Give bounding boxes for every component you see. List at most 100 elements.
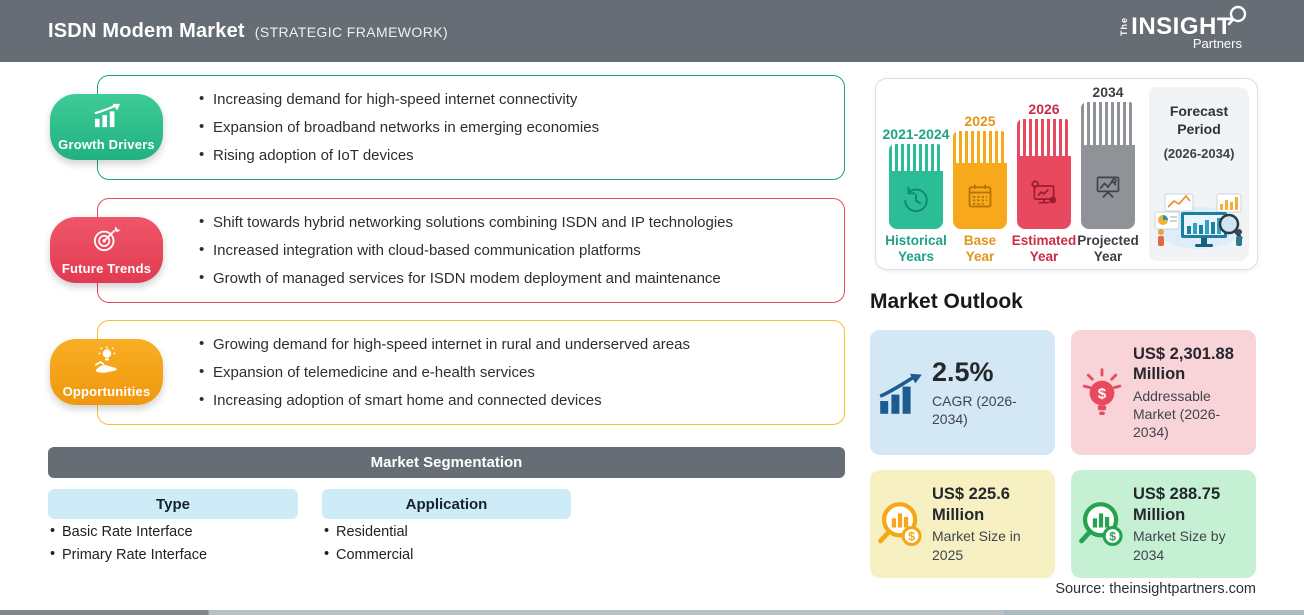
badge-label: Future Trends — [61, 260, 152, 276]
list-item: Shift towards hybrid networking solution… — [199, 213, 834, 231]
badge-label: Opportunities — [62, 383, 151, 399]
stat-label: Market Size in 2025 — [932, 528, 1021, 563]
historical-years-bar — [889, 144, 943, 229]
logo-partners: Partners — [1192, 35, 1242, 51]
svg-text:$: $ — [1098, 385, 1107, 402]
market-size-2034-card: $ US$ 288.75 Million Market Size by 2034 — [1071, 470, 1256, 578]
logo-row: The INSIGHT — [1119, 5, 1256, 40]
addressable-market-card: $ US$ 2,301.88 Million Addressable Marke… — [1071, 330, 1256, 455]
stat-label: Addressable Market (2026-2034) — [1133, 387, 1221, 441]
list-item: Increasing adoption of smart home and co… — [199, 391, 834, 409]
page-title: ISDN Modem Market (STRATEGIC FRAMEWORK) — [48, 20, 448, 43]
bar-caption: Historical Years — [876, 233, 956, 265]
caption-line: Base — [963, 233, 997, 248]
forecast-line: Period — [1177, 120, 1221, 137]
opportunities-list: Growing demand for high-speed internet i… — [98, 321, 844, 409]
svg-text:$: $ — [908, 530, 915, 544]
market-size-2025-card: $ US$ 225.6 Million Market Size in 2025 — [870, 470, 1055, 578]
future-trends-list: Shift towards hybrid networking solution… — [98, 199, 844, 287]
year-label: 2034 — [1092, 84, 1124, 100]
projected-year-bar — [1081, 102, 1135, 229]
cagr-card: 2.5% CAGR (2026-2034) — [870, 330, 1055, 455]
market-segmentation-bar: Market Segmentation — [48, 447, 845, 478]
growth-chart-icon — [92, 103, 122, 134]
projection-screen-icon — [1081, 145, 1135, 229]
target-dart-icon — [92, 225, 122, 258]
logo-insight: INSIGHT — [1131, 12, 1232, 40]
list-item: Commercial — [324, 546, 413, 563]
calendar-icon — [953, 163, 1007, 229]
list-item: Increased integration with cloud-based c… — [199, 241, 834, 259]
stat-value: US$ 288.75 Million — [1133, 485, 1221, 524]
base-year-bar — [953, 131, 1007, 229]
list-item: Basic Rate Interface — [50, 523, 207, 540]
forecast-line: Forecast — [1169, 103, 1229, 119]
list-item: Growing demand for high-speed internet i… — [199, 335, 834, 353]
header-bar: ISDN Modem Market (STRATEGIC FRAMEWORK) … — [0, 0, 1304, 62]
list-item: Growth of managed services for ISDN mode… — [199, 269, 834, 287]
list-item: Residential — [324, 523, 413, 540]
growth-drivers-list: Increasing demand for high-speed interne… — [98, 76, 844, 164]
caption-line: Historical — [885, 233, 947, 248]
list-item: Increasing demand for high-speed interne… — [199, 90, 834, 108]
future-trends-box: Shift towards hybrid networking solution… — [97, 198, 845, 303]
card-text: US$ 2,301.88 Million Addressable Market … — [1133, 344, 1256, 442]
caption-line: Projected — [1077, 233, 1139, 248]
card-text: 2.5% CAGR (2026-2034) — [932, 356, 1055, 428]
stat-label: CAGR (2026-2034) — [932, 393, 1017, 428]
caption-line: Estimated — [1011, 233, 1077, 248]
stat-label: Market Size by 2034 — [1133, 528, 1226, 563]
bar-stripes — [1081, 102, 1135, 145]
segment-header-application: Application — [322, 489, 571, 519]
bar-stripes — [889, 144, 943, 171]
card-text: US$ 288.75 Million Market Size by 2034 — [1133, 484, 1256, 564]
stat-value: US$ 2,301.88 Million — [1133, 344, 1234, 384]
caption-line: Year — [1093, 248, 1123, 264]
caption-line: Year — [965, 248, 995, 264]
estimated-year-bar — [1017, 119, 1071, 229]
bulb-dollar-icon: $ — [1071, 367, 1133, 418]
segment-header-type: Type — [48, 489, 298, 519]
bar-stripes — [953, 131, 1007, 163]
opportunities-badge: Opportunities — [50, 339, 163, 405]
future-trends-badge: Future Trends — [50, 217, 163, 283]
list-item: Rising adoption of IoT devices — [199, 146, 834, 164]
type-items: Basic Rate Interface Primary Rate Interf… — [50, 523, 207, 570]
stat-value: US$ 225.6 Million — [932, 485, 1010, 524]
bar-stripes — [1017, 119, 1071, 156]
forecast-range: (2026-2034) — [1163, 146, 1235, 161]
market-title: ISDN Modem Market — [48, 19, 245, 42]
bar-caption: Estimated Year — [1004, 233, 1084, 265]
monitor-gear-icon — [1017, 156, 1071, 229]
year-label: 2026 — [1028, 101, 1060, 117]
insight-partners-logo: The INSIGHT Partners — [1119, 5, 1256, 51]
magnifier-icon — [1226, 5, 1248, 31]
cagr-growth-icon — [870, 372, 932, 414]
application-items: Residential Commercial — [324, 523, 413, 570]
list-item: Expansion of broadband networks in emerg… — [199, 118, 834, 136]
list-item: Expansion of telemedicine and e-health s… — [199, 363, 834, 381]
logo-the: The — [1119, 17, 1130, 37]
svg-text:$: $ — [1109, 530, 1116, 544]
timeline-card: 2021-2024 2025 2026 2034 — [875, 78, 1258, 270]
caption-line: Year — [1029, 248, 1059, 264]
opportunities-box: Growing demand for high-speed internet i… — [97, 320, 845, 425]
bottom-border — [0, 610, 1304, 615]
growth-drivers-badge: Growth Drivers — [50, 94, 163, 160]
card-text: US$ 225.6 Million Market Size in 2025 — [932, 484, 1055, 564]
market-subtitle: (STRATEGIC FRAMEWORK) — [254, 23, 449, 40]
year-label: 2021-2024 — [882, 126, 950, 142]
bulb-hand-icon — [92, 345, 122, 381]
list-item: Primary Rate Interface — [50, 546, 207, 563]
history-clock-icon — [889, 171, 943, 229]
stat-value: 2.5% — [932, 357, 994, 388]
bar-caption: Projected Year — [1068, 233, 1148, 265]
badge-label: Growth Drivers — [58, 136, 155, 152]
forecast-period-panel: Forecast Period (2026-2034) — [1149, 87, 1249, 261]
year-label: 2025 — [964, 113, 996, 129]
source-credit: Source: theinsightpartners.com — [1055, 581, 1256, 597]
analytics-illustration — [1153, 188, 1245, 255]
market-outlook-title: Market Outlook — [870, 290, 1023, 313]
caption-line: Years — [897, 248, 935, 264]
